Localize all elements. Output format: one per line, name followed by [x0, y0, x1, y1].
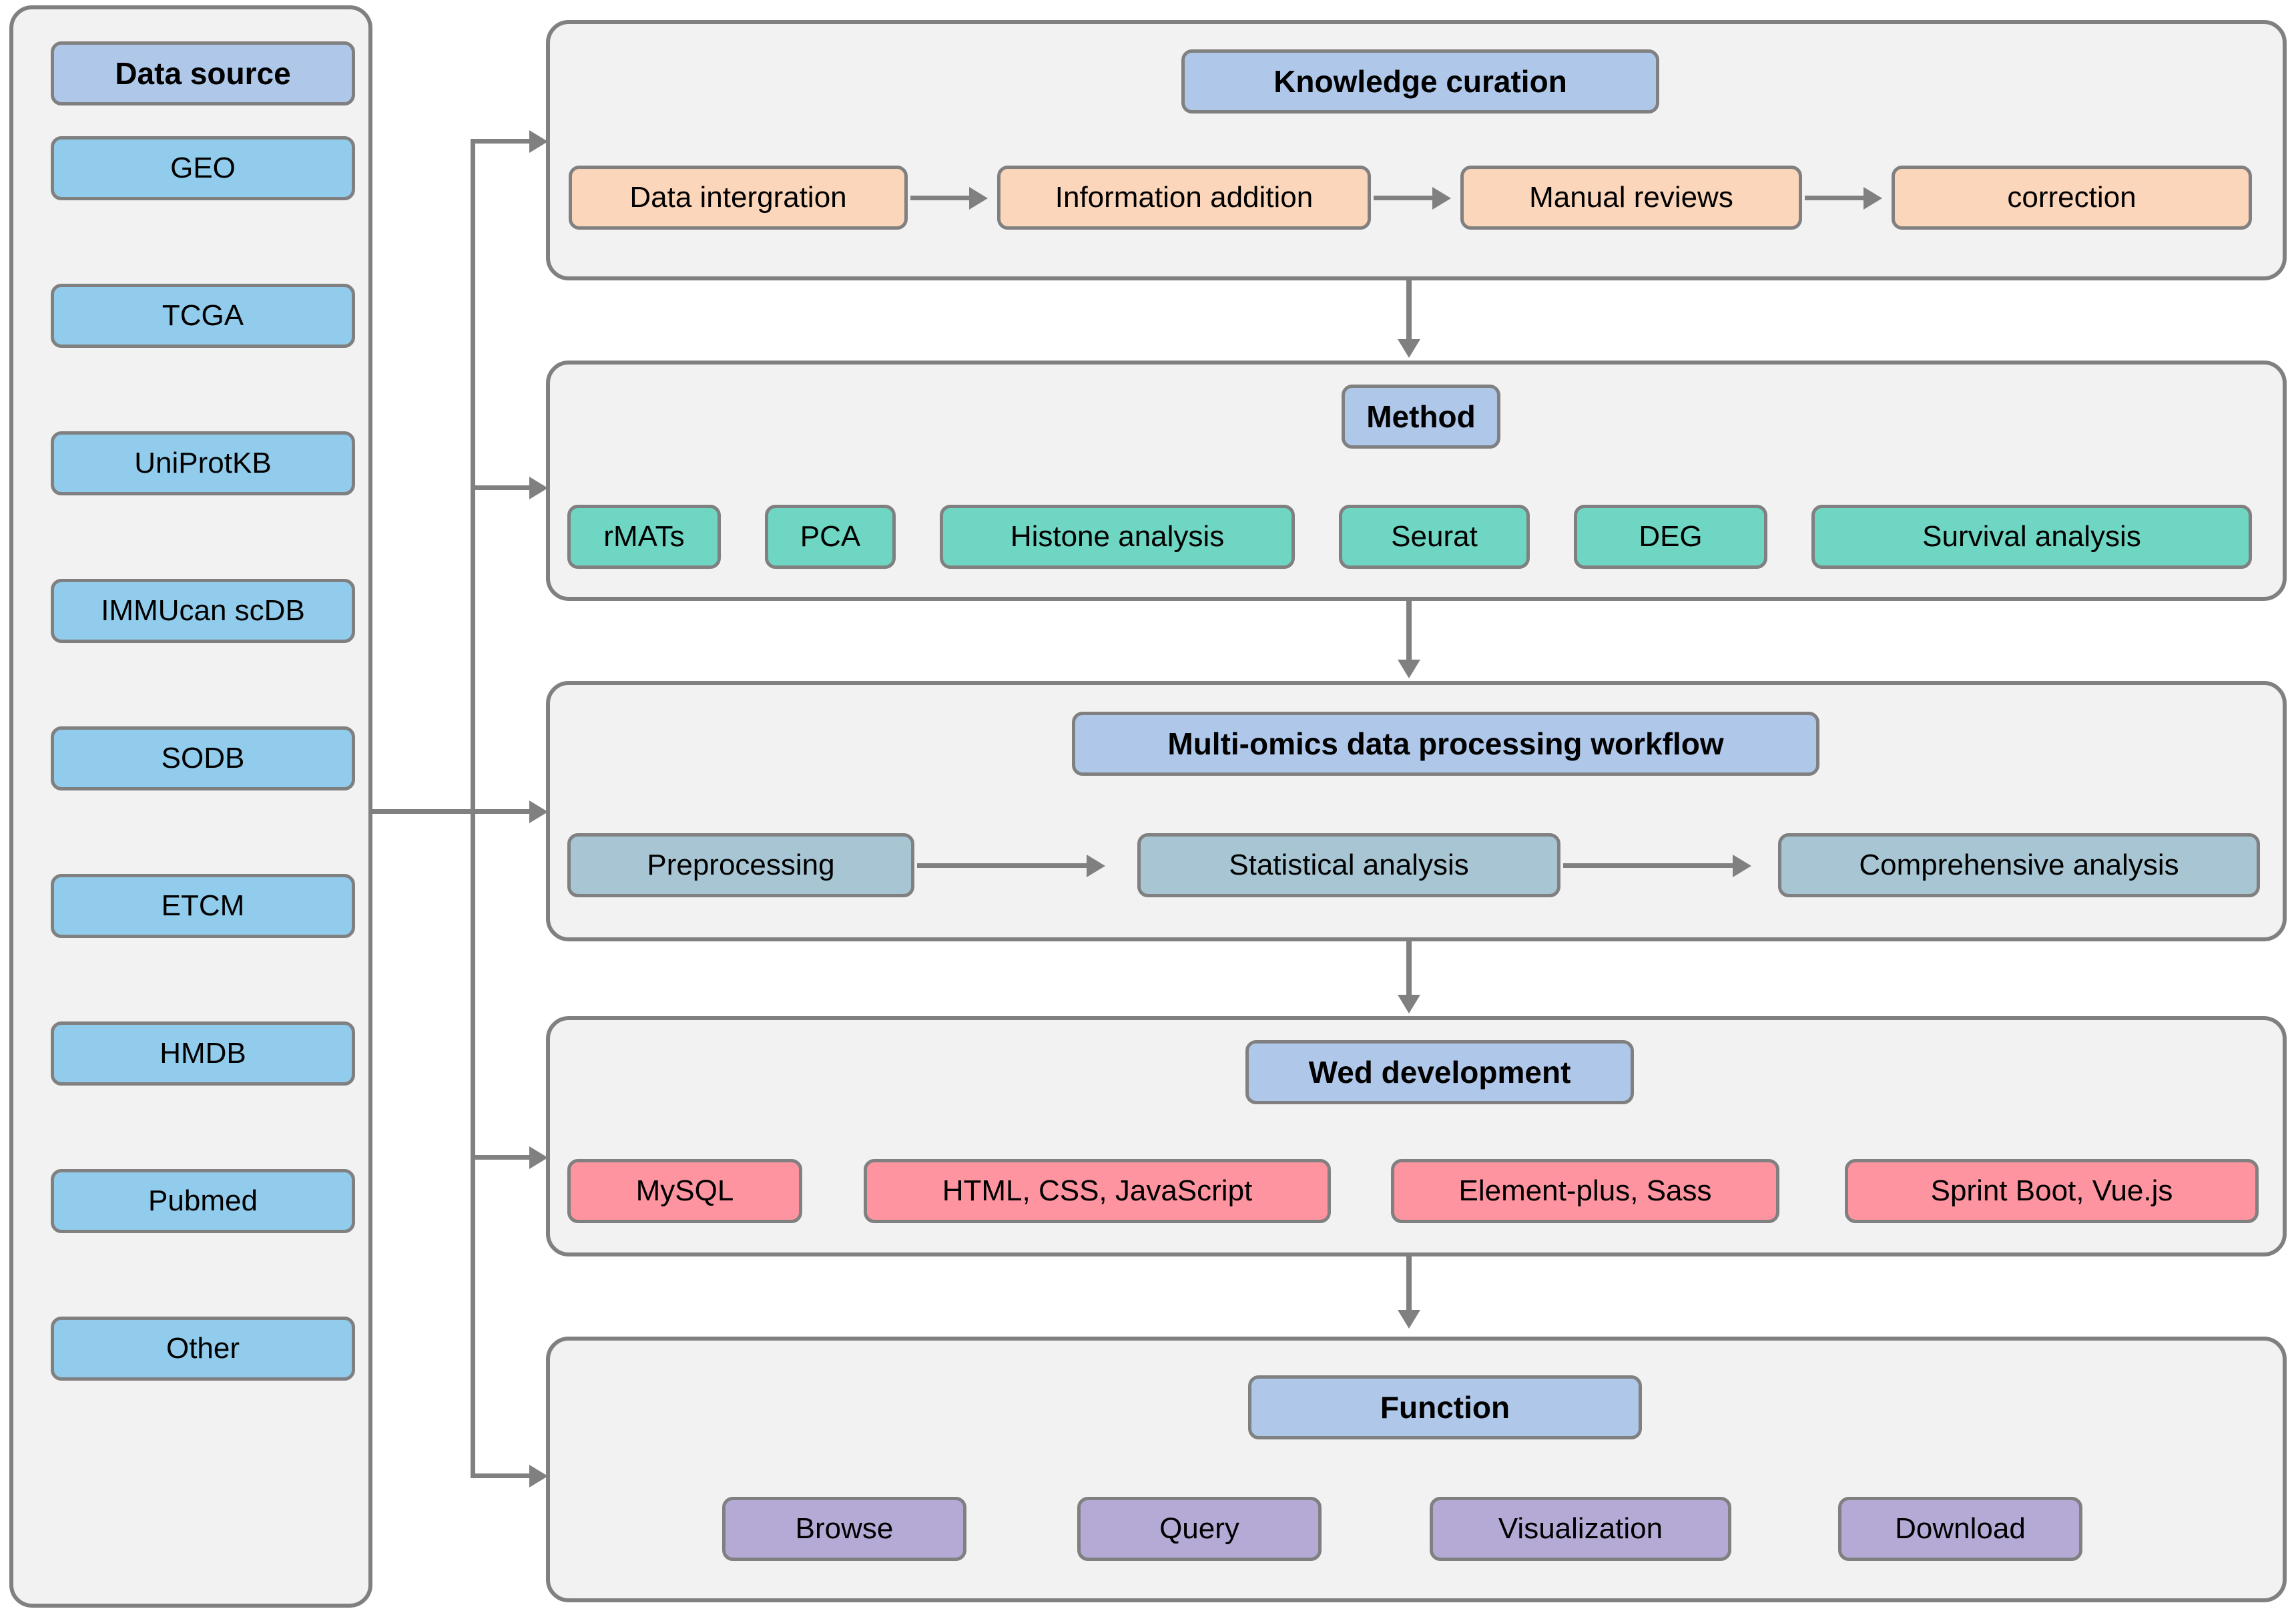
connector-kc-2-3	[1374, 196, 1435, 200]
connector-branch-method	[471, 485, 532, 490]
function-item-query[interactable]: Query	[1077, 1497, 1322, 1561]
arrowhead-mo-2-3	[1733, 855, 1751, 877]
function-item-visualization[interactable]: Visualization	[1430, 1497, 1731, 1561]
sidebar-item-tcga[interactable]: TCGA	[51, 284, 355, 348]
connector-branch-function	[471, 1473, 532, 1478]
development-item-sprint-boot-vuejs[interactable]: Sprint Boot, Vue.js	[1845, 1159, 2259, 1223]
development-item-element-plus-sass[interactable]: Element-plus, Sass	[1391, 1159, 1779, 1223]
connector-branch-knowledge	[471, 139, 532, 144]
arrowhead-kc-3-4	[1863, 187, 1882, 210]
arrowhead-branch-knowledge	[529, 130, 548, 153]
multiomics-panel: Multi-omics data processing workflow Pre…	[546, 681, 2287, 941]
arrowhead-method-to-multiomics	[1398, 660, 1420, 678]
sidebar-item-geo[interactable]: GEO	[51, 136, 355, 200]
knowledge-curation-item-data-intergration[interactable]: Data intergration	[569, 166, 908, 230]
multiomics-item-comprehensive-analysis[interactable]: Comprehensive analysis	[1778, 833, 2260, 897]
knowledge-curation-header: Knowledge curation	[1181, 49, 1659, 113]
data-source-panel: Data source GEO TCGA UniProtKB IMMUcan s…	[9, 5, 372, 1608]
sidebar-item-sodb[interactable]: SODB	[51, 726, 355, 790]
arrowhead-branch-function	[529, 1465, 548, 1487]
multiomics-item-statistical-analysis[interactable]: Statistical analysis	[1137, 833, 1560, 897]
connector-trunk-vertical	[471, 139, 475, 1478]
arrowhead-branch-method	[529, 477, 548, 499]
method-item-rmats[interactable]: rMATs	[567, 505, 721, 569]
sidebar-item-etcm[interactable]: ETCM	[51, 874, 355, 938]
connector-development-to-function	[1406, 1256, 1412, 1317]
sidebar-item-other[interactable]: Other	[51, 1317, 355, 1381]
arrowhead-branch-development	[529, 1146, 548, 1169]
connector-knowledge-to-method	[1406, 280, 1412, 346]
connector-branch-development	[471, 1155, 532, 1160]
development-header: Wed development	[1245, 1040, 1634, 1104]
arrowhead-kc-1-2	[969, 187, 988, 210]
knowledge-curation-item-correction[interactable]: correction	[1892, 166, 2252, 230]
arrowhead-branch-multiomics	[529, 800, 548, 823]
method-item-pca[interactable]: PCA	[765, 505, 896, 569]
multiomics-item-preprocessing[interactable]: Preprocessing	[567, 833, 914, 897]
function-item-download[interactable]: Download	[1838, 1497, 2082, 1561]
connector-method-to-multiomics	[1406, 601, 1412, 666]
connector-branch-multiomics	[471, 809, 532, 814]
arrowhead-mo-1-2	[1087, 855, 1105, 877]
development-item-mysql[interactable]: MySQL	[567, 1159, 802, 1223]
sidebar-item-immucan-scdb[interactable]: IMMUcan scDB	[51, 579, 355, 643]
development-item-html-css-javascript[interactable]: HTML, CSS, JavaScript	[864, 1159, 1331, 1223]
knowledge-curation-panel: Knowledge curation Data intergration Inf…	[546, 20, 2287, 280]
data-source-header: Data source	[51, 41, 355, 105]
multiomics-header: Multi-omics data processing workflow	[1072, 712, 1819, 776]
method-panel: Method rMATs PCA Histone analysis Seurat…	[546, 361, 2287, 601]
sidebar-item-hmdb[interactable]: HMDB	[51, 1021, 355, 1086]
knowledge-curation-item-manual-reviews[interactable]: Manual reviews	[1460, 166, 1802, 230]
arrowhead-knowledge-to-method	[1398, 339, 1420, 358]
arrowhead-multiomics-to-development	[1398, 995, 1420, 1013]
method-item-survival-analysis[interactable]: Survival analysis	[1811, 505, 2252, 569]
function-panel: Function Browse Query Visualization Down…	[546, 1337, 2287, 1602]
method-item-seurat[interactable]: Seurat	[1339, 505, 1530, 569]
connector-sidebar-trunk	[372, 809, 473, 814]
function-item-browse[interactable]: Browse	[722, 1497, 966, 1561]
method-item-histone-analysis[interactable]: Histone analysis	[940, 505, 1295, 569]
method-item-deg[interactable]: DEG	[1574, 505, 1767, 569]
development-panel: Wed development MySQL HTML, CSS, JavaScr…	[546, 1016, 2287, 1256]
connector-mo-1-2	[917, 863, 1089, 868]
method-header: Method	[1342, 385, 1500, 449]
arrowhead-development-to-function	[1398, 1310, 1420, 1329]
sidebar-item-uniprotkb[interactable]: UniProtKB	[51, 431, 355, 495]
function-header: Function	[1248, 1375, 1642, 1439]
connector-kc-1-2	[910, 196, 972, 200]
knowledge-curation-item-information-addition[interactable]: Information addition	[997, 166, 1371, 230]
connector-mo-2-3	[1563, 863, 1735, 868]
connector-multiomics-to-development	[1406, 941, 1412, 1001]
sidebar-item-pubmed[interactable]: Pubmed	[51, 1169, 355, 1233]
connector-kc-3-4	[1805, 196, 1866, 200]
arrowhead-kc-2-3	[1432, 187, 1451, 210]
